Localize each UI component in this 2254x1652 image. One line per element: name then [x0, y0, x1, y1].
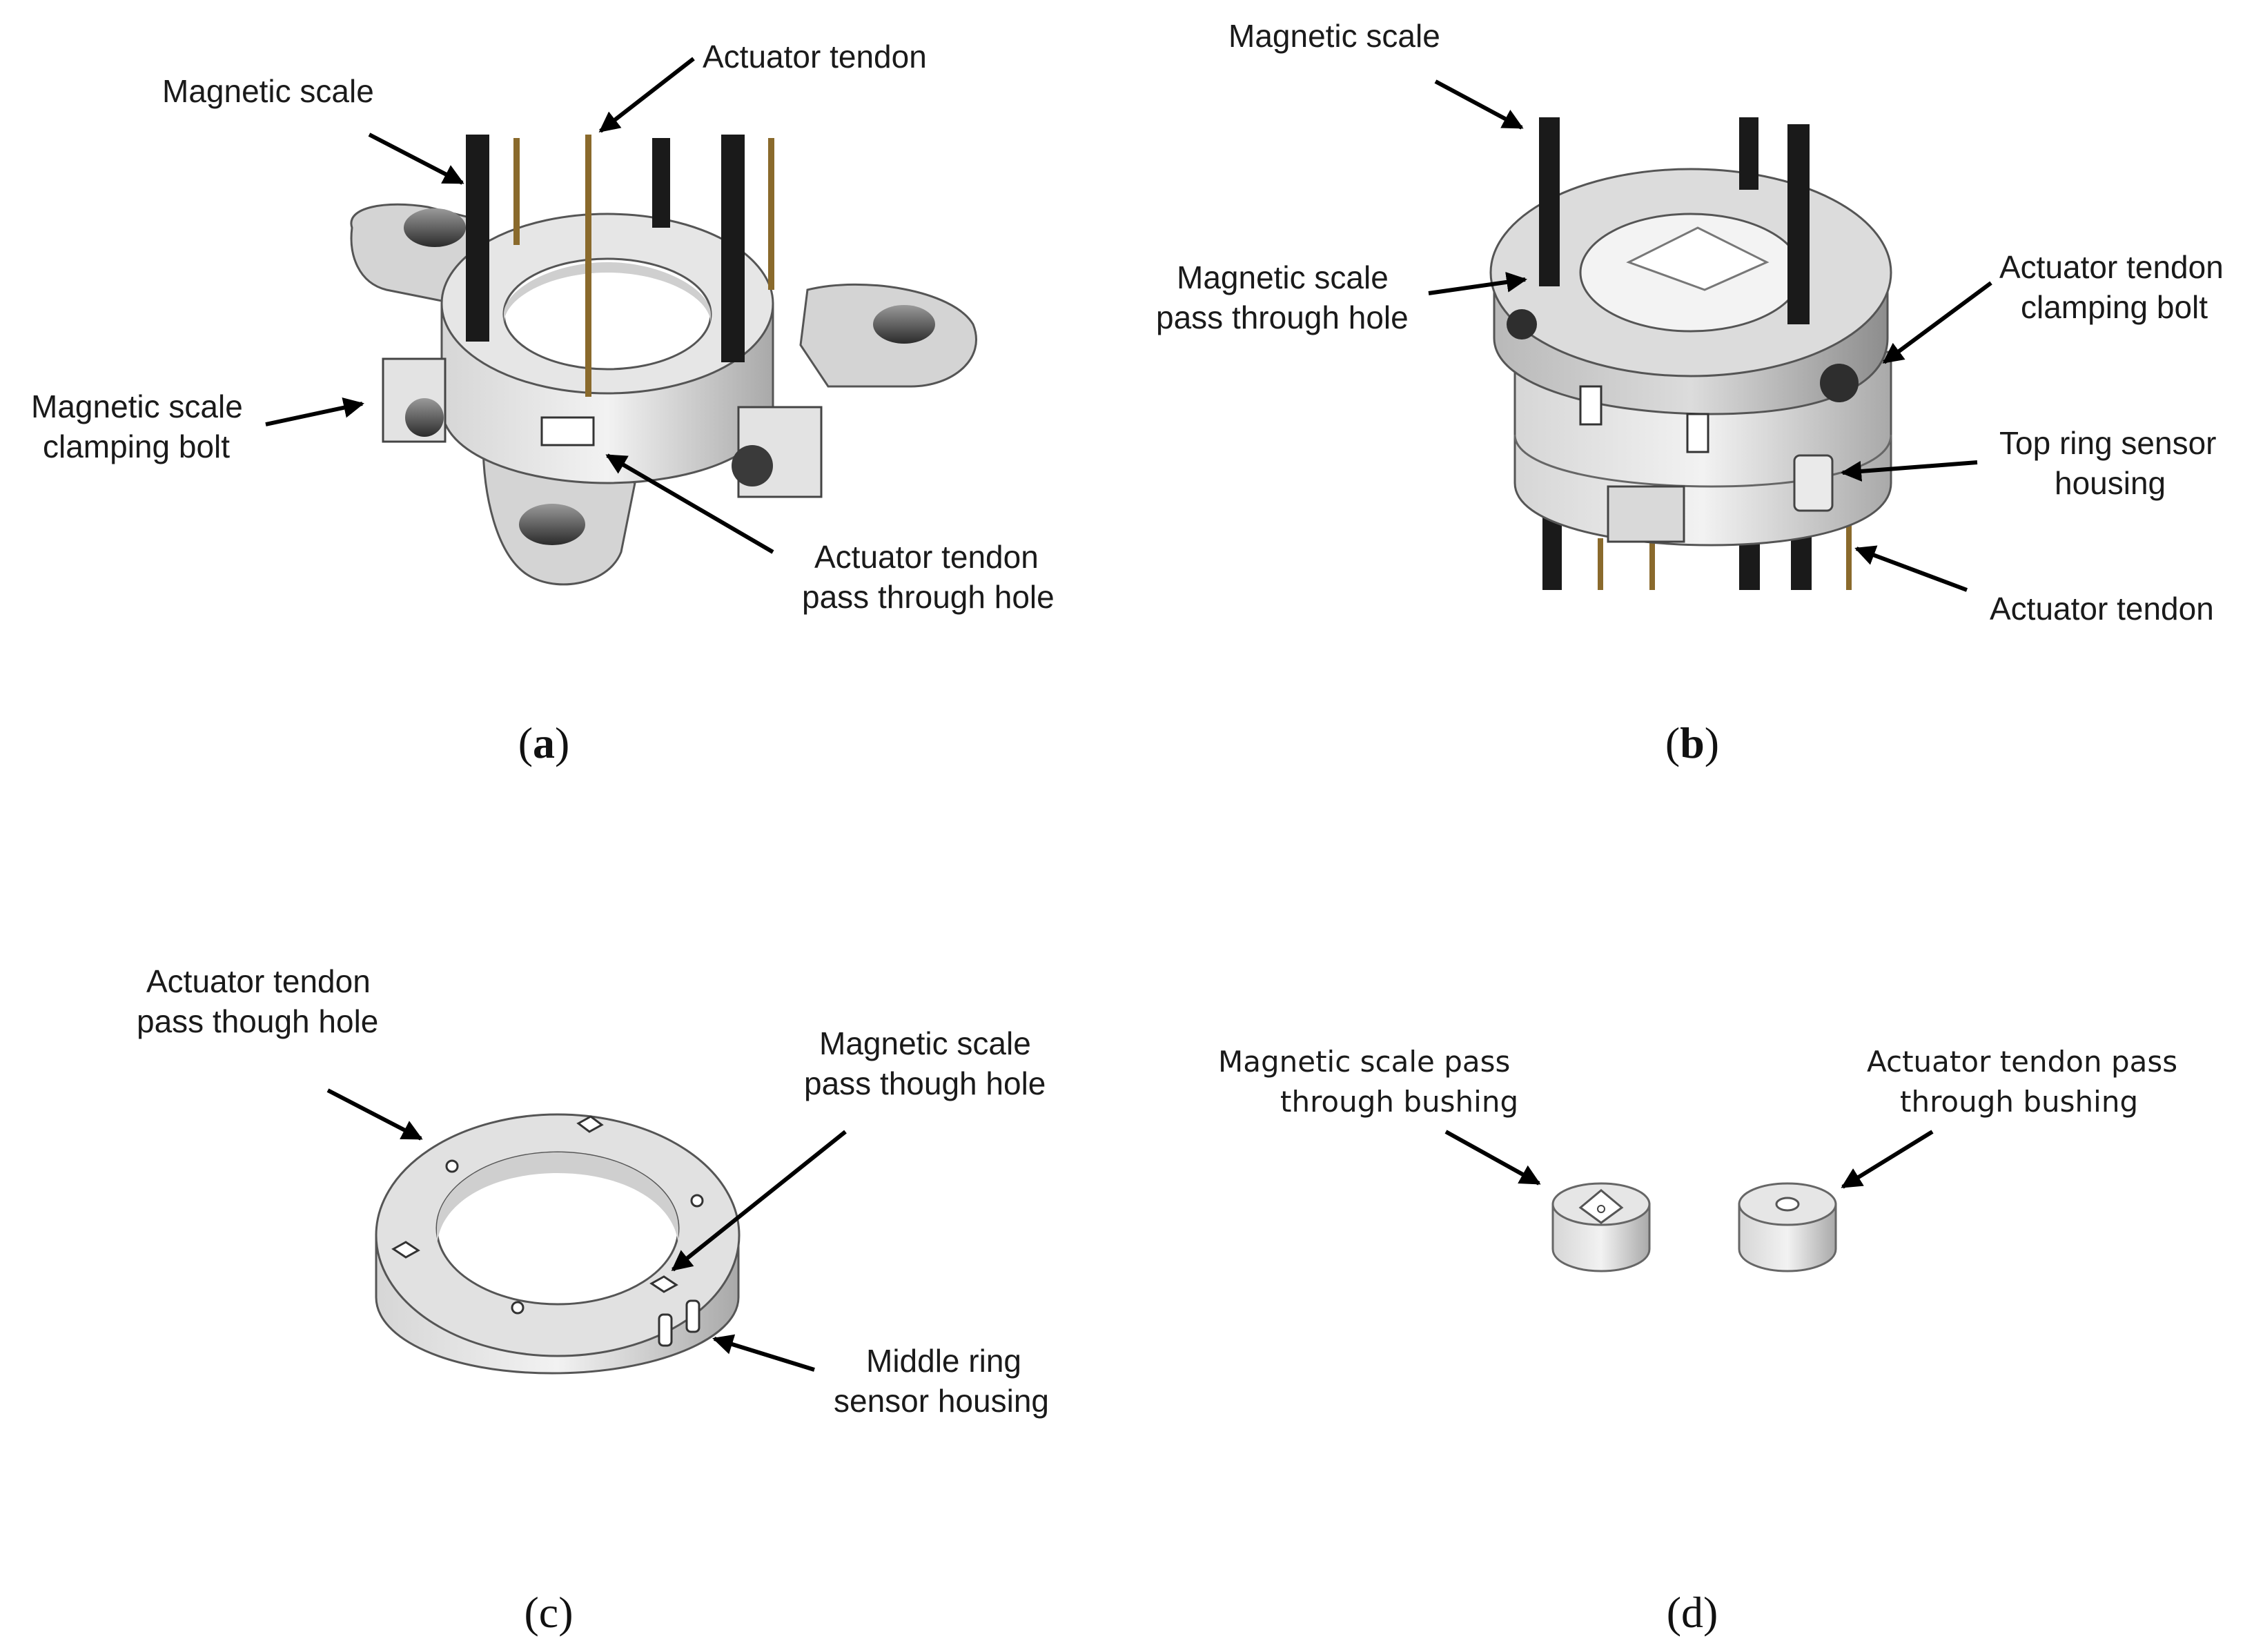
panel-b-arrow-clamp-bolt — [1882, 281, 1992, 364]
panel-a-arrow-clamping-bolt — [265, 397, 364, 426]
panel-c-arrow-sensor-housing — [712, 1334, 815, 1372]
panel-d-arrow-tendon-bushing — [1841, 1130, 1934, 1189]
panel-a-arrow-pass-hole — [605, 453, 774, 554]
panel-c-arrow-scale-hole — [671, 1130, 847, 1272]
panel-c-label-tendon-hole-line2: pass though hole — [137, 1003, 378, 1039]
panel-a-label-clamping-bolt-line1: Magnetic scale — [31, 389, 243, 424]
panel-a-ring — [440, 213, 774, 484]
panel-c-arrow-tendon-hole — [326, 1088, 423, 1141]
panel-d-label-scale-bushing-line2: through bushing — [1280, 1085, 1518, 1119]
panel-d-scale-bushing — [1551, 1182, 1651, 1272]
panel-d-label-tendon-bushing-line1: Actuator tendon pass — [1867, 1045, 2177, 1079]
panel-b-label-scale-hole-line1: Magnetic scale — [1177, 259, 1389, 295]
panel-b-upper-rods — [1539, 117, 1810, 324]
panel-a-label-actuator-tendon: Actuator tendon — [703, 39, 927, 75]
panel-b-label-scale-hole-line2: pass through hole — [1156, 299, 1409, 335]
panel-a-scales-and-tendons — [466, 135, 774, 397]
panel-b-arrow-sensor-housing — [1841, 460, 1978, 482]
panel-d-caption: (d) — [1667, 1588, 1718, 1637]
panel-a-label-magnetic-scale: Magnetic scale — [162, 73, 374, 109]
panel-c-label-sensor-line1: Middle ring — [866, 1343, 1021, 1379]
panel-c: Actuator tendon pass though hole Magneti… — [137, 963, 1049, 1637]
panel-b-arrow-actuator-tendon — [1854, 545, 1968, 592]
panel-b-label-clamp-bolt-line2: clamping bolt — [2021, 289, 2208, 325]
panel-a-label-pass-hole-line1: Actuator tendon — [814, 539, 1039, 575]
panel-a: Magnetic scale Actuator tendon Magnetic … — [31, 39, 1055, 767]
panel-d-label-tendon-bushing-line2: through bushing — [1900, 1085, 2138, 1119]
panel-b-label-sensor-line1: Top ring sensor — [1999, 425, 2217, 461]
panel-d-label-scale-bushing-line1: Magnetic scale pass — [1218, 1045, 1510, 1079]
panel-c-label-sensor-line2: sensor housing — [834, 1383, 1049, 1419]
panel-a-arrow-actuator-tendon — [598, 57, 695, 133]
panel-b-arrow-magnetic-scale — [1434, 79, 1524, 130]
panel-c-label-tendon-hole-line1: Actuator tendon — [146, 963, 371, 999]
panel-c-label-scale-hole-line2: pass though hole — [804, 1065, 1046, 1101]
panel-d-arrow-scale-bushing — [1444, 1130, 1541, 1186]
panel-a-label-clamping-bolt-line2: clamping bolt — [43, 429, 230, 464]
panel-a-caption: (a) — [518, 718, 570, 767]
panel-b-label-actuator-tendon: Actuator tendon — [1990, 591, 2214, 627]
panel-b-caption: (b) — [1665, 718, 1719, 767]
panel-a-label-pass-hole-line2: pass through hole — [802, 579, 1055, 615]
panel-b-lower-rods — [1542, 483, 1852, 590]
panel-c-caption: (c) — [524, 1588, 573, 1637]
panel-c-middle-ring — [375, 1113, 741, 1375]
panel-a-clamp-bolts — [382, 357, 823, 498]
panel-b-arrow-scale-hole — [1428, 271, 1527, 295]
panel-b-label-clamp-bolt-line1: Actuator tendon — [1999, 249, 2224, 285]
panel-b-label-magnetic-scale: Magnetic scale — [1228, 18, 1440, 54]
panel-c-label-scale-hole-line1: Magnetic scale — [819, 1025, 1031, 1061]
panel-b-label-sensor-line2: housing — [2055, 465, 2166, 501]
panel-b: Magnetic scale Magnetic scale pass throu… — [1156, 18, 2224, 767]
panel-a-arrow-magnetic-scale — [368, 132, 464, 185]
panel-d-tendon-bushing — [1738, 1182, 1837, 1272]
panel-d: Magnetic scale pass through bushing Actu… — [1218, 1045, 2177, 1637]
